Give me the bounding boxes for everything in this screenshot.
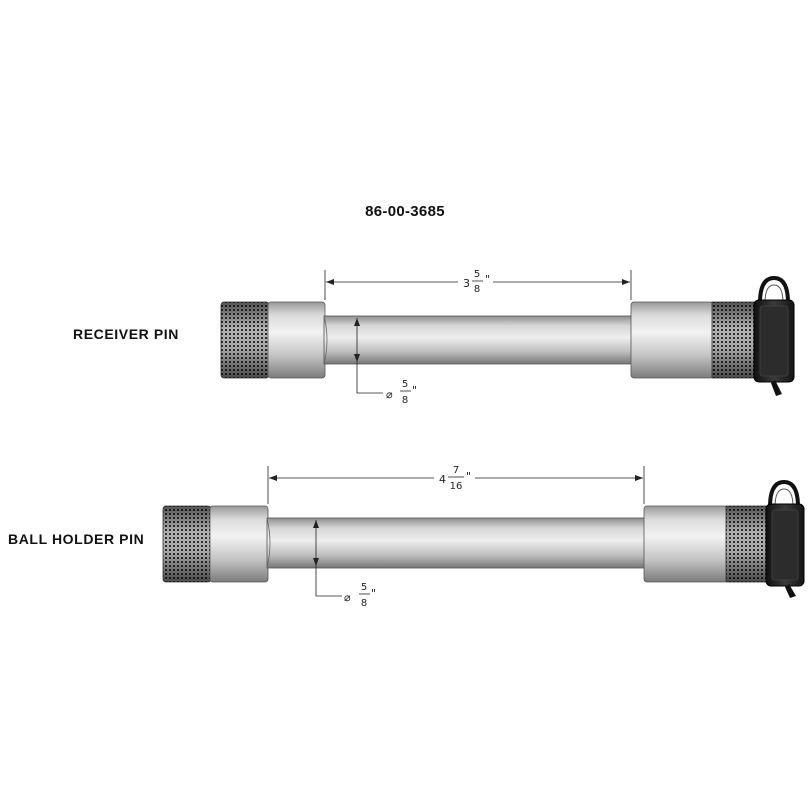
receiver-pin-diameter-denominator: 8: [402, 395, 408, 406]
receiver-pin-length-unit: ": [485, 273, 490, 286]
ball-holder-pin-left-knurl: [162, 505, 212, 583]
ball-holder-pin-length-dimension: 4 7 16 ": [267, 465, 645, 504]
receiver-pin-shaft: [323, 315, 633, 365]
ball-holder-pin-left-collar: [209, 505, 269, 583]
receiver-pin-length-dimension: 3 5 8 ": [324, 269, 632, 300]
ball-holder-pin-length-whole: 4: [439, 473, 446, 486]
ball-holder-pin-label: BALL HOLDER PIN: [8, 531, 145, 547]
ball-holder-pin-diameter-symbol: ⌀: [344, 591, 351, 604]
receiver-pin-left-knurl: [220, 301, 270, 379]
receiver-pin-right-knurl: [711, 301, 757, 379]
ball-holder-pin-length-numerator: 7: [453, 465, 459, 476]
receiver-pin-diameter-unit: ": [412, 384, 417, 397]
ball-holder-pin-length-denominator: 16: [450, 481, 463, 492]
receiver-pin-label: RECEIVER PIN: [73, 326, 179, 342]
receiver-pin-diameter-symbol: ⌀: [386, 388, 393, 401]
ball-holder-pin: [162, 479, 805, 598]
receiver-pin-lock-cap-icon: [753, 275, 795, 396]
ball-holder-pin-length-unit: ": [466, 470, 471, 483]
ball-holder-pin-shaft: [266, 517, 646, 569]
ball-holder-pin-diameter-dimension: ⌀ 5 8 ": [313, 520, 376, 609]
ball-holder-pin-diameter-numerator: 5: [361, 582, 367, 593]
receiver-pin-left-collar: [267, 301, 326, 379]
receiver-pin-diameter-numerator: 5: [402, 379, 408, 390]
receiver-pin: [220, 275, 795, 396]
receiver-pin-diameter-dimension: ⌀ 5 8 ": [354, 318, 417, 406]
ball-holder-pin-lock-cap-icon: [765, 479, 805, 598]
ball-holder-pin-right-knurl: [725, 505, 771, 583]
receiver-pin-length-numerator: 5: [474, 269, 480, 280]
receiver-pin-length-denominator: 8: [474, 284, 480, 295]
ball-holder-pin-diameter-denominator: 8: [361, 598, 367, 609]
ball-holder-pin-right-collar: [643, 505, 728, 583]
receiver-pin-right-collar: [630, 301, 714, 379]
receiver-pin-length-whole: 3: [463, 277, 470, 290]
part-number: 86-00-3685: [365, 203, 445, 220]
ball-holder-pin-diameter-unit: ": [371, 587, 376, 600]
